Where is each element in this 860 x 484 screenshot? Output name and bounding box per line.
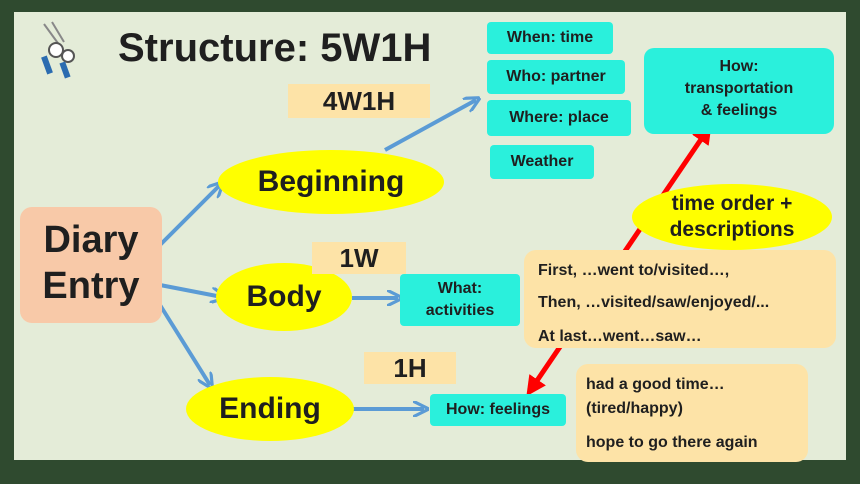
arrow-beginning-details bbox=[384, 100, 476, 152]
diary-entry-line1: Diary bbox=[43, 219, 139, 261]
how-feelings-box: How: feelings bbox=[430, 394, 566, 426]
tag-1h: 1H bbox=[364, 352, 456, 384]
detail-weather: Weather bbox=[490, 145, 594, 179]
arrow-to-beginning bbox=[158, 185, 220, 247]
ending-label: Ending bbox=[219, 392, 321, 425]
how-line1: How: bbox=[719, 58, 759, 75]
thermometer-sticker-icon bbox=[41, 21, 75, 79]
how-transportation-box: How: transportation & feelings bbox=[644, 48, 834, 134]
body-sentence-3: At last…went…saw… bbox=[538, 328, 702, 345]
ending-sentences-box: had a good time… (tired/happy) hope to g… bbox=[576, 364, 808, 462]
detail-when: When: time bbox=[487, 22, 613, 54]
ending-ellipse: Ending bbox=[186, 377, 354, 441]
beginning-ellipse: Beginning bbox=[218, 150, 444, 214]
body-label: Body bbox=[246, 280, 322, 313]
beginning-label: Beginning bbox=[257, 165, 405, 198]
time-order-line2: descriptions bbox=[669, 218, 795, 241]
body-sentence-2: Then, …visited/saw/enjoyed/... bbox=[538, 294, 770, 311]
ending-sentence-1: had a good time… bbox=[586, 376, 725, 393]
arrow-to-body bbox=[159, 283, 222, 297]
detail-who: Who: partner bbox=[487, 60, 625, 94]
arrow-to-ending bbox=[158, 303, 210, 385]
diary-entry-line2: Entry bbox=[42, 265, 140, 307]
what-activities-box: What: activities bbox=[400, 274, 520, 326]
how-line3: & feelings bbox=[700, 102, 778, 119]
body-sentences-box: First, …went to/visited…, Then, …visited… bbox=[524, 250, 836, 348]
time-order-ellipse: time order + descriptions bbox=[632, 184, 832, 250]
detail-where: Where: place bbox=[487, 100, 631, 136]
slide-title: Structure: 5W1H bbox=[118, 26, 432, 70]
how-line2: transportation bbox=[684, 80, 794, 97]
body-sentence-1: First, …went to/visited…, bbox=[538, 262, 730, 279]
ending-sentence-3: hope to go there again bbox=[586, 434, 758, 451]
tag-4w1h: 4W1H bbox=[288, 84, 430, 118]
body-ellipse: Body bbox=[216, 263, 352, 331]
tag-1w: 1W bbox=[312, 242, 406, 274]
ending-sentence-2: (tired/happy) bbox=[586, 400, 683, 417]
time-order-line1: time order + bbox=[671, 192, 793, 215]
what-line2: activities bbox=[425, 302, 495, 319]
diary-entry-box: Diary Entry bbox=[20, 207, 162, 323]
what-line1: What: bbox=[437, 280, 483, 297]
